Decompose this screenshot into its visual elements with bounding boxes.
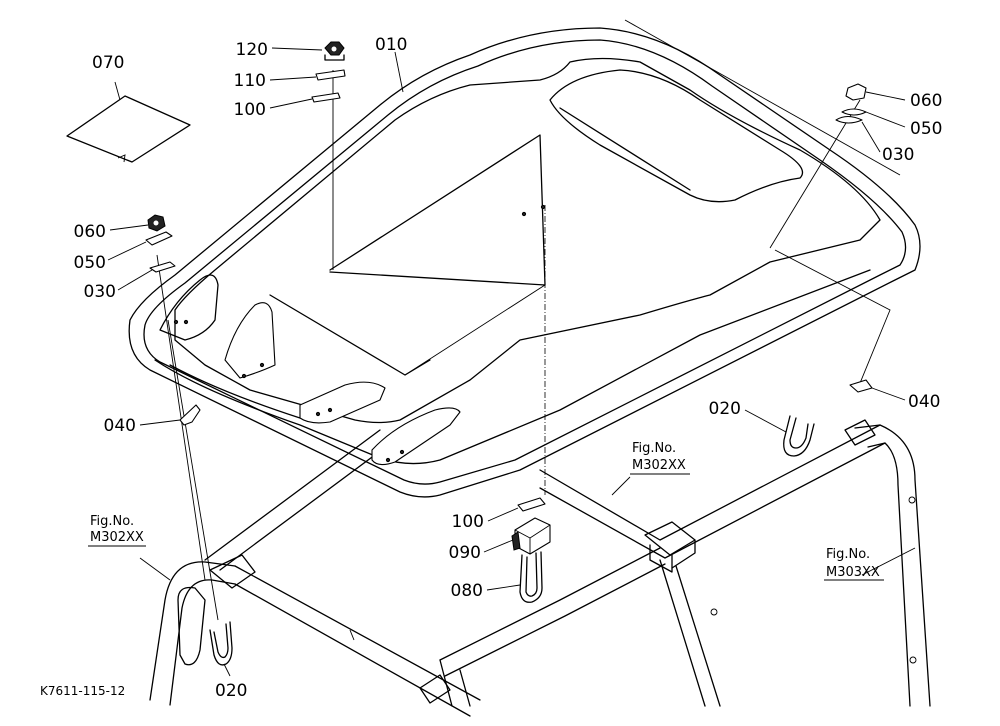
callout-120: 120 — [236, 40, 268, 60]
figure-ref-right-number: M303XX — [826, 565, 880, 580]
leader-lines — [107, 47, 916, 677]
plate-050-left — [145, 231, 173, 246]
washer-050-right — [841, 108, 867, 116]
callout-100-mid: 100 — [452, 512, 484, 532]
roll-bar-frame — [149, 419, 931, 717]
callout-090: 090 — [449, 543, 481, 563]
assembly-lines — [156, 19, 901, 621]
figure-ref-center: Fig.No. M302XX — [630, 441, 690, 475]
callout-110: 110 — [234, 71, 266, 91]
drawing-code: K7611-115-12 — [40, 684, 125, 698]
callout-labels: 120 110 100 010 070 060 050 030 040 060 … — [74, 35, 943, 701]
washer-030-right — [835, 115, 863, 124]
u-bolt-080 — [519, 551, 543, 603]
callout-070: 070 — [92, 53, 124, 73]
figure-ref-center-prefix: Fig.No. — [632, 441, 676, 456]
bracket-040-left — [179, 404, 201, 426]
u-bolt-020-bottom — [209, 621, 233, 666]
figure-ref-left-number: M302XX — [90, 530, 144, 545]
figure-ref-right: Fig.No. M303XX — [824, 547, 884, 581]
sticker-070 — [66, 95, 191, 163]
washer-030-left — [149, 261, 176, 273]
figure-ref-left: Fig.No. M302XX — [88, 514, 146, 547]
u-bolt-020-right — [783, 415, 815, 457]
callout-050-right: 050 — [910, 119, 942, 139]
figure-ref-right-prefix: Fig.No. — [826, 547, 870, 562]
callout-060-right: 060 — [910, 91, 942, 111]
callout-030-left: 030 — [84, 282, 116, 302]
callout-010: 010 — [375, 35, 407, 55]
nut-060-left — [147, 214, 166, 232]
nut-060-right — [845, 83, 867, 101]
callout-080: 080 — [451, 581, 483, 601]
nut-120 — [324, 41, 345, 61]
spacer-100-top — [311, 92, 341, 103]
figure-ref-center-number: M302XX — [632, 458, 686, 473]
callout-050-left: 050 — [74, 253, 106, 273]
callout-030-right: 030 — [882, 145, 914, 165]
bracket-040-right — [849, 379, 873, 393]
callout-060-left: 060 — [74, 222, 106, 242]
canopy-roof — [128, 27, 921, 498]
callout-100-top: 100 — [234, 100, 266, 120]
plate-110 — [315, 69, 346, 81]
callout-040-right: 040 — [908, 392, 940, 412]
callout-020-bottom: 020 — [215, 681, 247, 701]
callout-040-left: 040 — [104, 416, 136, 436]
spacer-100-mid — [517, 497, 546, 512]
clamp-090 — [511, 517, 551, 555]
callout-020-right: 020 — [709, 399, 741, 419]
figure-ref-left-prefix: Fig.No. — [90, 514, 134, 529]
